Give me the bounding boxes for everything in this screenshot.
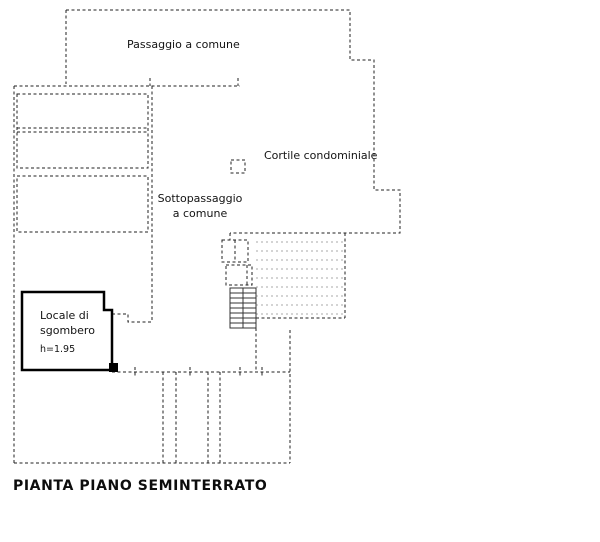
left-and-bottom-boundary: [13, 78, 291, 464]
label-locale-line2: sgombero: [40, 324, 95, 337]
stair-landings: [221, 233, 257, 372]
left-wing-rooms: [16, 93, 149, 233]
label-locale-height: h=1.95: [40, 344, 76, 355]
staircase: [229, 287, 257, 329]
passaggio-cortile-outline: [65, 9, 401, 234]
plan-title: PIANTA PIANO SEMINTERRATO: [13, 478, 268, 494]
label-sottopassaggio: Sottopassaggio a comune: [152, 191, 248, 221]
courtyard-edge: [256, 233, 346, 319]
column-square: [230, 159, 246, 174]
label-locale-line1: Locale di: [40, 309, 89, 322]
wall-junction-marker: [109, 363, 118, 372]
label-passaggio: Passaggio a comune: [127, 38, 240, 51]
label-sottopassaggio-line2: a comune: [172, 207, 228, 220]
central-corridor-line: [112, 86, 153, 323]
lower-room-walls: [162, 372, 221, 463]
label-cortile: Cortile condominiale: [264, 149, 378, 162]
label-locale-sgombero: Locale di sgombero h=1.95: [40, 308, 95, 357]
mid-horizontal-wall: [112, 367, 290, 377]
courtyard-paving-hatch: [256, 241, 344, 315]
label-sottopassaggio-line1: Sottopassaggio: [157, 192, 243, 205]
